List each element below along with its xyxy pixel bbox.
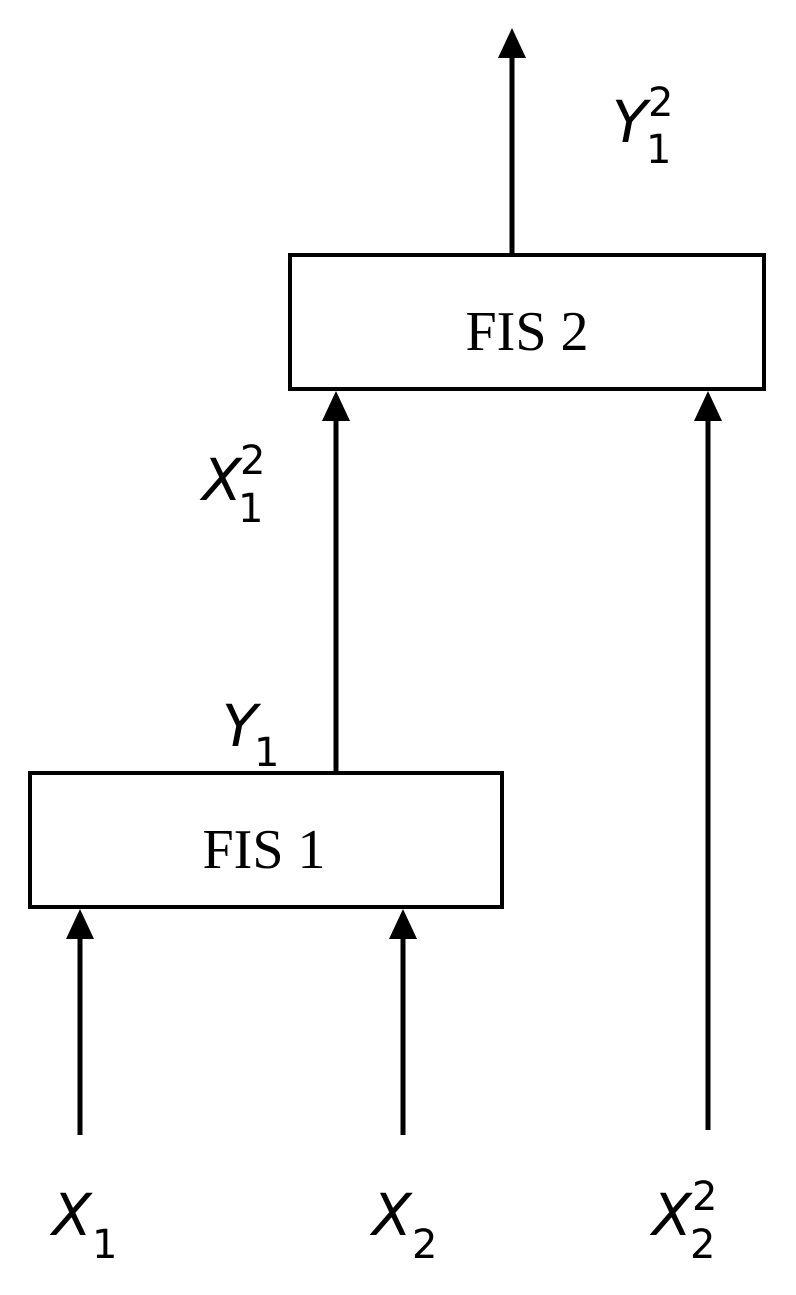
x12-superscript: 2 bbox=[240, 438, 265, 484]
x12-label: X 2 1 bbox=[199, 438, 265, 532]
x22-superscript: 2 bbox=[692, 1174, 717, 1220]
x2-label: X 2 bbox=[369, 1181, 437, 1268]
x22-symbol: X bbox=[649, 1181, 693, 1249]
x1-subscript: 1 bbox=[92, 1222, 117, 1268]
y12-label: Y 2 1 bbox=[612, 80, 673, 173]
x12-symbol: X bbox=[199, 446, 243, 514]
x2-input-arrowhead bbox=[389, 909, 417, 939]
x22-input-arrowhead bbox=[694, 391, 722, 421]
x1-input-arrowhead bbox=[66, 909, 94, 939]
output-arrowhead bbox=[498, 28, 526, 58]
x22-subscript: 2 bbox=[690, 1222, 715, 1268]
y12-subscript: 1 bbox=[646, 127, 671, 173]
y1-symbol: Y bbox=[222, 692, 262, 760]
x22-label: X 2 2 bbox=[649, 1174, 717, 1268]
y12-superscript: 2 bbox=[648, 80, 673, 126]
x1-symbol: X bbox=[49, 1181, 93, 1249]
fis1-to-fis2-arrowhead bbox=[322, 391, 350, 421]
fis1-label: FIS 1 bbox=[203, 819, 326, 881]
y12-symbol: Y bbox=[612, 88, 652, 156]
fis2-label: FIS 2 bbox=[466, 301, 589, 363]
fis1-block bbox=[28, 771, 504, 909]
fis2-block bbox=[288, 253, 766, 391]
x2-subscript: 2 bbox=[412, 1222, 437, 1268]
x1-label: X 1 bbox=[49, 1181, 117, 1268]
y1-subscript: 1 bbox=[254, 730, 279, 776]
x12-subscript: 1 bbox=[238, 486, 263, 532]
x2-symbol: X bbox=[369, 1181, 413, 1249]
y1-label: Y 1 bbox=[222, 692, 279, 776]
